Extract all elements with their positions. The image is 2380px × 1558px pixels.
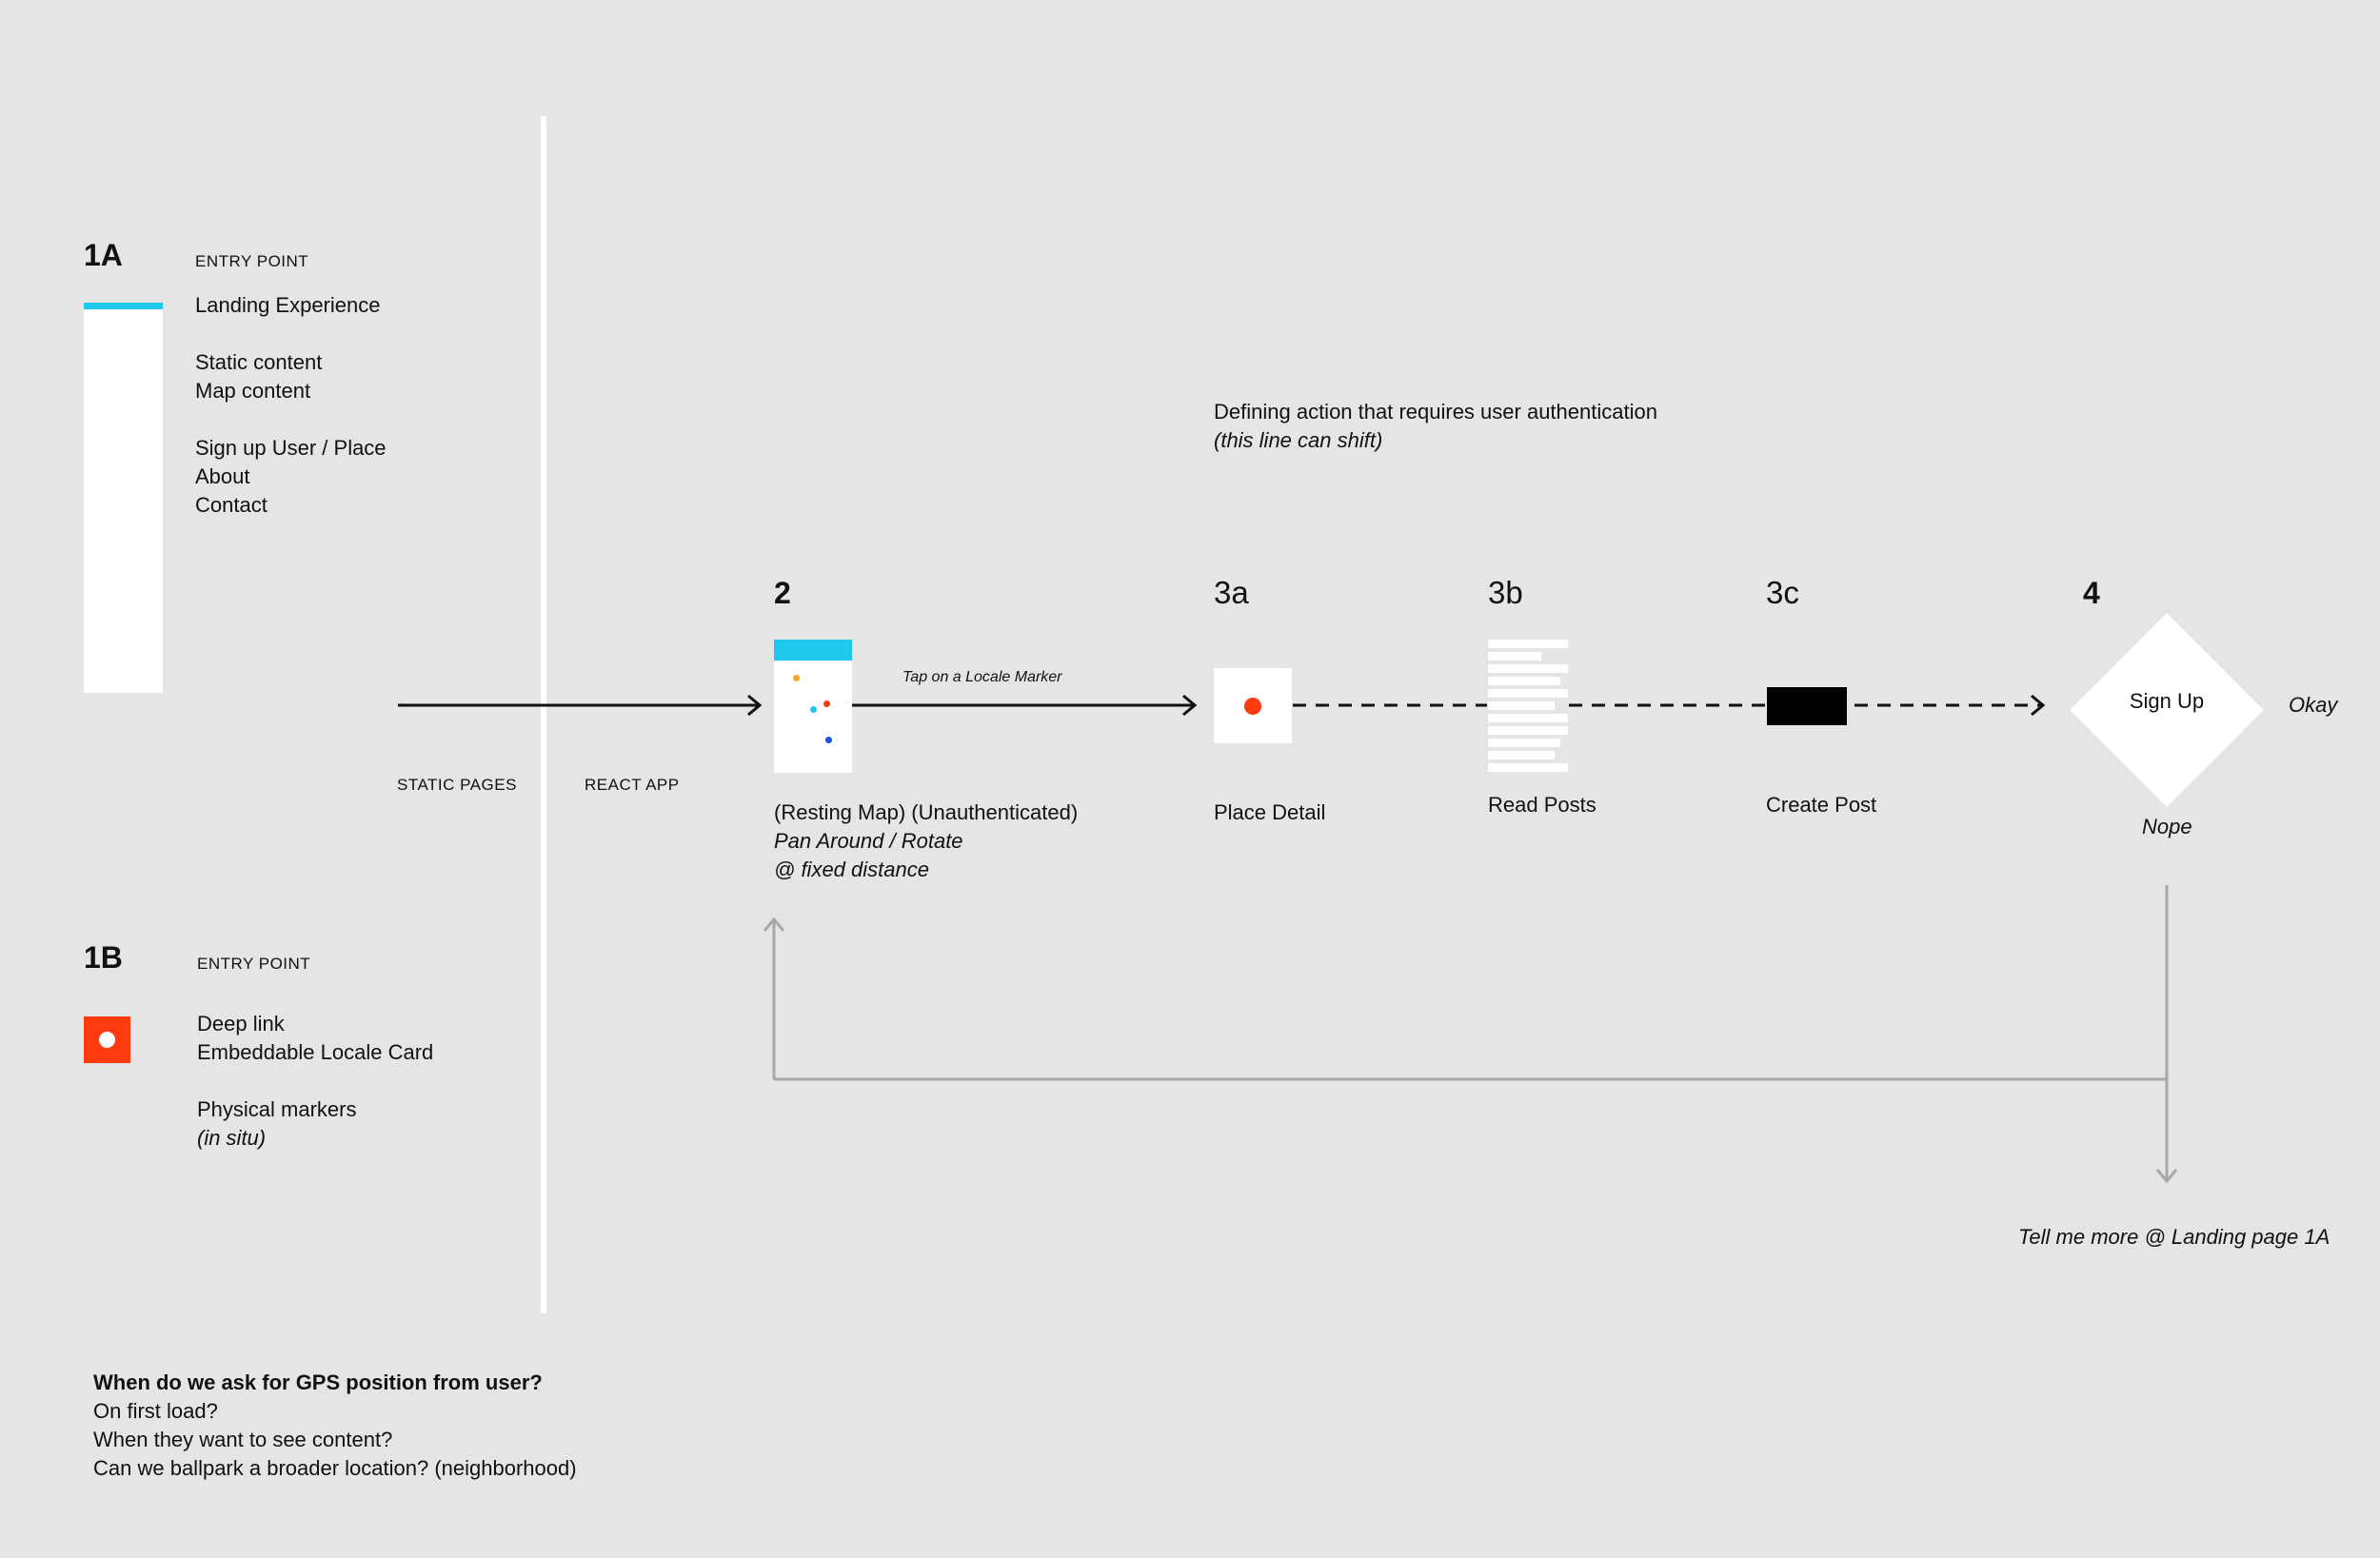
entry-1a-item: Map content bbox=[195, 379, 311, 403]
entry-1b-item: Physical markers bbox=[197, 1097, 357, 1121]
entry-1a-number: 1A bbox=[84, 238, 123, 272]
auth-note-title: Defining action that requires user authe… bbox=[1214, 400, 1657, 424]
step-3b-label: Read Posts bbox=[1488, 793, 1597, 817]
step-3c-number: 3c bbox=[1766, 575, 1799, 610]
exit-label: Tell me more @ Landing page 1A bbox=[2018, 1225, 2330, 1249]
post-line bbox=[1488, 701, 1555, 710]
post-line bbox=[1488, 763, 1568, 772]
post-line bbox=[1488, 652, 1541, 661]
step-2-sub: Pan Around / Rotate bbox=[774, 829, 963, 853]
entry-1b-number: 1B bbox=[84, 940, 123, 975]
post-line bbox=[1488, 677, 1560, 685]
landing-page-panel bbox=[84, 303, 163, 693]
post-line bbox=[1488, 689, 1568, 698]
app-header-bar bbox=[774, 640, 852, 661]
read-posts-list bbox=[1488, 640, 1570, 776]
map-marker-dot bbox=[793, 675, 800, 681]
step-3b-number: 3b bbox=[1488, 575, 1523, 610]
dashed-create-to-signup bbox=[1854, 694, 2046, 717]
entry-1a-item: Static content bbox=[195, 350, 323, 374]
step-2-label: (Resting Map) (Unauthenticated) bbox=[774, 800, 1079, 824]
okay-branch-label: Okay bbox=[2289, 693, 2338, 717]
static-pages-label: STATIC PAGES bbox=[397, 776, 517, 794]
create-post-button-shape bbox=[1767, 687, 1847, 725]
place-marker-icon bbox=[1244, 698, 1261, 715]
gps-option: On first load? bbox=[93, 1399, 218, 1423]
step-4-number: 4 bbox=[2083, 576, 2100, 610]
map-marker-dot bbox=[810, 706, 817, 713]
sign-up-label: Sign Up bbox=[2129, 689, 2205, 713]
step-2-number: 2 bbox=[774, 576, 791, 610]
step-3a-number: 3a bbox=[1214, 575, 1249, 610]
post-line bbox=[1488, 664, 1568, 673]
post-line bbox=[1488, 751, 1555, 759]
post-line bbox=[1488, 714, 1568, 722]
edge-label: Tap on a Locale Marker bbox=[902, 669, 1062, 685]
step-3c-label: Create Post bbox=[1766, 793, 1877, 817]
map-marker-dot bbox=[823, 700, 830, 707]
arrow-static-to-map bbox=[398, 694, 763, 717]
resting-map-screen bbox=[774, 640, 852, 773]
post-line bbox=[1488, 739, 1560, 747]
react-app-label: REACT APP bbox=[585, 776, 680, 794]
arrow-map-to-place-detail bbox=[852, 694, 1198, 717]
entry-1b-item: Deep link bbox=[197, 1012, 285, 1035]
entry-1b-note: (in situ) bbox=[197, 1126, 267, 1150]
post-line bbox=[1488, 726, 1568, 735]
entry-1a-item: Sign up User / Place bbox=[195, 436, 387, 460]
step-3a-label: Place Detail bbox=[1214, 800, 1326, 824]
map-marker-dot bbox=[825, 737, 832, 743]
entry-1a-item: About bbox=[195, 464, 250, 488]
step-2-sub: @ fixed distance bbox=[774, 858, 929, 881]
entry-1a-title: Landing Experience bbox=[195, 293, 381, 317]
entry-1b-kicker: ENTRY POINT bbox=[197, 955, 311, 973]
gps-option: When they want to see content? bbox=[93, 1428, 393, 1451]
return-path-nope bbox=[763, 885, 2178, 1184]
locale-marker-icon bbox=[84, 1016, 130, 1063]
nope-branch-label: Nope bbox=[2142, 815, 2192, 838]
post-line bbox=[1488, 640, 1568, 648]
entry-1a-item: Contact bbox=[195, 493, 268, 517]
entry-1a-kicker: ENTRY POINT bbox=[195, 252, 309, 270]
entry-1b-item: Embeddable Locale Card bbox=[197, 1040, 434, 1064]
gps-question: When do we ask for GPS position from use… bbox=[93, 1371, 543, 1394]
place-detail-card bbox=[1214, 668, 1292, 743]
gps-option: Can we ballpark a broader location? (nei… bbox=[93, 1456, 577, 1480]
auth-note-subtitle: (this line can shift) bbox=[1214, 428, 1383, 452]
